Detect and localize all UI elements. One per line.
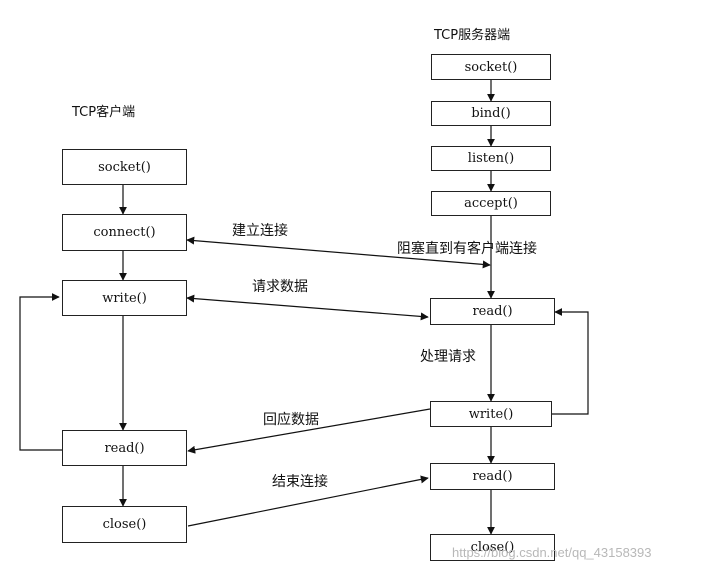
label-request-data: 请求数据	[252, 279, 308, 295]
server-listen-box: listen()	[431, 146, 551, 171]
label-block-until-connect: 阻塞直到有客户端连接	[397, 241, 537, 257]
server-bind-box: bind()	[431, 101, 551, 126]
server-socket-box: socket()	[431, 54, 551, 80]
client-socket-box: socket()	[62, 149, 187, 185]
client-write-box: write()	[62, 280, 187, 316]
label-process-request: 处理请求	[420, 349, 476, 365]
server-read-box: read()	[430, 298, 555, 325]
label-response-data: 回应数据	[263, 412, 319, 428]
client-loop-arrow	[19, 293, 62, 451]
server-loop-arrow	[552, 308, 589, 415]
server-write-box: write()	[430, 401, 552, 427]
server-accept-box: accept()	[431, 191, 551, 216]
label-establish-connection: 建立连接	[232, 223, 288, 239]
client-read-box: read()	[62, 430, 187, 466]
arrow-request-data	[186, 294, 429, 321]
client-connect-box: connect()	[62, 214, 187, 251]
client-title: TCP客户端	[72, 105, 136, 120]
client-close-box: close()	[62, 506, 187, 543]
watermark-text: https://blog.csdn.net/qq_43158393	[452, 545, 652, 560]
server-close-box: close()	[430, 534, 555, 561]
server-title: TCP服务器端	[434, 28, 511, 43]
arrow-establish-connection	[186, 236, 491, 269]
label-end-connection: 结束连接	[272, 474, 328, 490]
arrow-close-connection	[187, 475, 429, 527]
server-read2-box: read()	[430, 463, 555, 490]
arrow-response-data	[187, 408, 431, 454]
